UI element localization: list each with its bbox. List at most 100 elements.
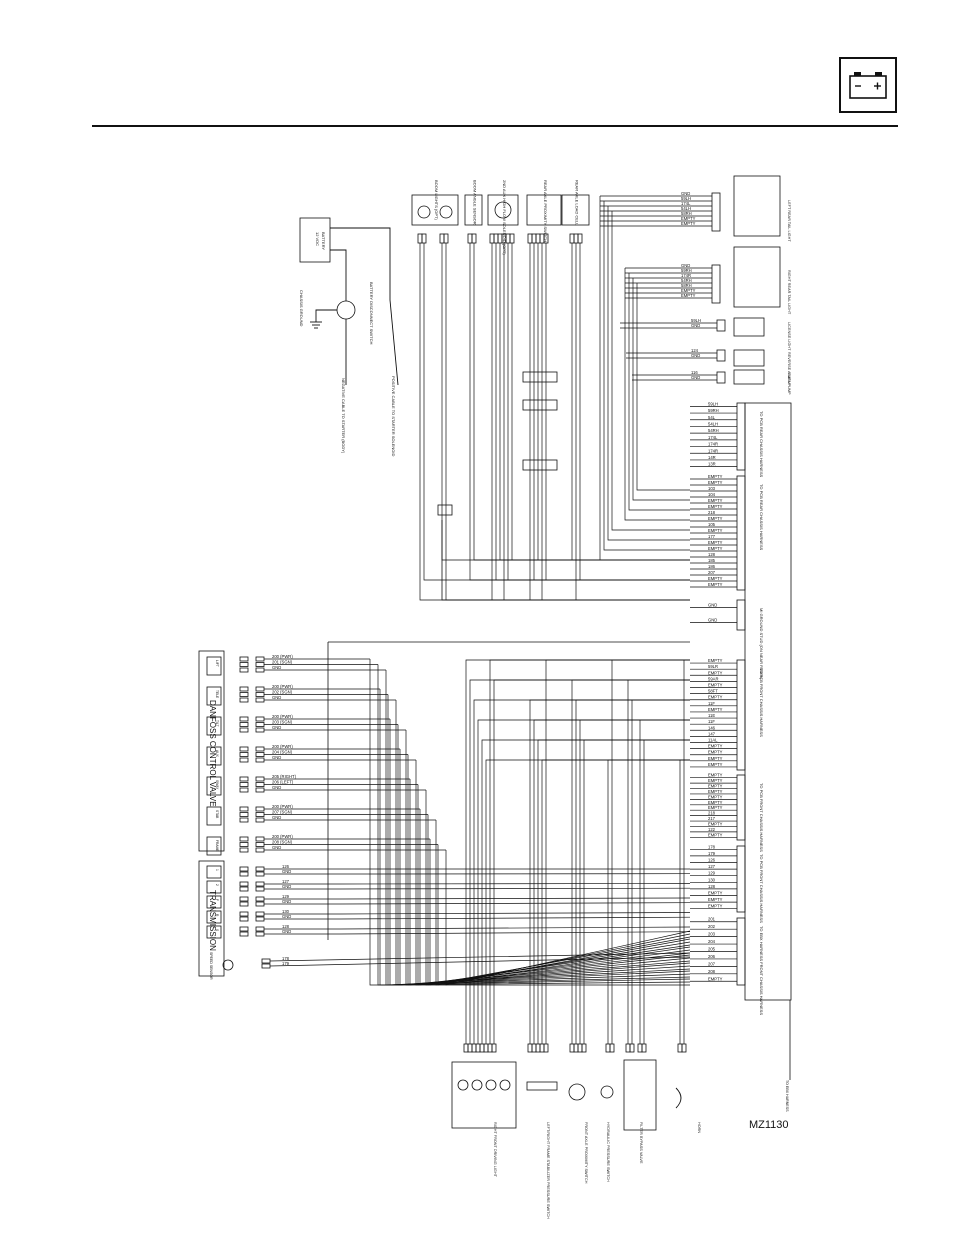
battery-icon-frame xyxy=(839,57,897,113)
wire-label: EMPTY xyxy=(708,540,723,545)
wire-label: EMPTY xyxy=(708,516,723,521)
wire-path xyxy=(529,699,690,1044)
wire-path xyxy=(541,243,690,601)
pin xyxy=(255,752,265,757)
valve-tag: FRAME xyxy=(215,840,219,852)
battery-label: NEGATIVE CABLE TO STARTER (BODY) xyxy=(341,378,346,454)
wire-label: 208 xyxy=(708,969,716,974)
battery-symbol xyxy=(299,217,331,263)
wire-label: 104 xyxy=(708,492,716,497)
wire-label: EMPTY xyxy=(708,762,723,767)
wire-path xyxy=(315,309,337,322)
wire-label: 217 xyxy=(708,816,716,821)
wire-path xyxy=(607,206,690,541)
wire-label: EMPTY xyxy=(708,784,723,789)
connector-title: TO PCB FRONT CHASSIS HARNESS xyxy=(759,854,764,923)
wire-path xyxy=(529,243,690,601)
wire-label: GND xyxy=(681,191,690,196)
wire-label: EMPTY xyxy=(708,832,723,837)
pin xyxy=(255,722,265,727)
pin xyxy=(255,727,265,733)
inline-connector xyxy=(522,399,558,411)
component-label: LICENSE LIGHT xyxy=(787,322,791,351)
pin xyxy=(489,233,495,244)
wire-label: 200 (PWR) xyxy=(272,714,293,719)
pin xyxy=(239,716,249,722)
lamp xyxy=(485,1079,497,1091)
wire-label: 116 xyxy=(691,370,698,375)
pin xyxy=(255,896,265,902)
wire-label: 207 xyxy=(708,570,716,575)
wire-label: 177 xyxy=(708,534,716,539)
battery-label: CHASSIS GROUND xyxy=(299,290,304,327)
solenoid-tag: S xyxy=(215,929,219,932)
pin xyxy=(239,746,249,752)
wire-label: EMPTY xyxy=(708,821,723,826)
wire-path xyxy=(425,790,691,986)
pcb-connector xyxy=(736,917,746,986)
wire-label: EMPTY xyxy=(681,221,696,226)
valve-coil xyxy=(206,836,222,856)
pin xyxy=(239,787,249,793)
top-component xyxy=(464,194,483,226)
pin xyxy=(255,686,265,692)
pin xyxy=(543,1043,549,1053)
proximity-switch xyxy=(568,1083,586,1101)
component-label: HYDRAULIC PRESSURE SWITCH xyxy=(606,1122,610,1182)
wire-label: GND xyxy=(691,323,700,328)
wire-label: GND xyxy=(272,785,281,790)
solenoid xyxy=(206,880,222,894)
wire-label: EMPTY xyxy=(708,794,723,799)
wire-path xyxy=(603,201,690,551)
pin xyxy=(255,886,265,892)
pin xyxy=(239,886,249,892)
pin xyxy=(581,1043,587,1053)
component-label: FRONT AXLE PROXIMITY SWITCH xyxy=(584,1122,588,1184)
inline-connector xyxy=(437,504,453,516)
pin xyxy=(255,782,265,787)
valve-coil xyxy=(206,776,222,796)
wire-label: EMPTY xyxy=(708,976,723,981)
pin xyxy=(531,233,537,244)
wire-path xyxy=(611,211,690,531)
wire-path xyxy=(389,719,691,986)
wire-label: 58RH xyxy=(681,211,692,216)
wire-path xyxy=(495,243,690,581)
component-label: FUEL PUMP xyxy=(787,373,791,395)
wire-segment xyxy=(339,916,691,920)
wire-label: GND xyxy=(708,603,717,608)
wire-path xyxy=(643,739,690,1044)
battery-icon xyxy=(849,72,887,99)
lamp xyxy=(499,1079,511,1091)
wire-label: 105 xyxy=(708,522,716,527)
component-blocks xyxy=(198,175,792,1131)
wire-label: 59LH xyxy=(681,196,691,201)
pcb-connector-panel xyxy=(744,402,792,1001)
pin xyxy=(493,233,499,244)
lamp xyxy=(471,1079,483,1091)
wire-label: 206 xyxy=(708,954,716,959)
pin xyxy=(625,1043,631,1053)
solenoid-tag: R xyxy=(215,914,219,917)
wire-label: GND xyxy=(272,665,281,670)
wire-path xyxy=(473,699,690,1044)
wire-path xyxy=(419,809,691,986)
pin xyxy=(255,916,265,922)
wire-label: EMPTY xyxy=(708,756,723,761)
pressure-switch xyxy=(600,1085,614,1099)
valve-tag: TILT xyxy=(215,720,219,727)
wire-path xyxy=(423,243,690,581)
component-label: REVERSE ALARM xyxy=(787,352,791,384)
wire-label: 58FT xyxy=(708,689,718,694)
wire-label: 218 xyxy=(708,811,716,816)
wire-label: GND xyxy=(272,755,281,760)
wire-path xyxy=(379,689,691,986)
wire-label: 202 (SGN) xyxy=(272,690,293,695)
pcb-connector xyxy=(736,659,746,771)
pin xyxy=(239,911,249,917)
wire-path xyxy=(330,227,399,386)
wire-path xyxy=(683,659,690,1044)
wire-label: 126 xyxy=(282,864,290,869)
pin xyxy=(255,901,265,907)
wire-segment xyxy=(339,926,691,930)
